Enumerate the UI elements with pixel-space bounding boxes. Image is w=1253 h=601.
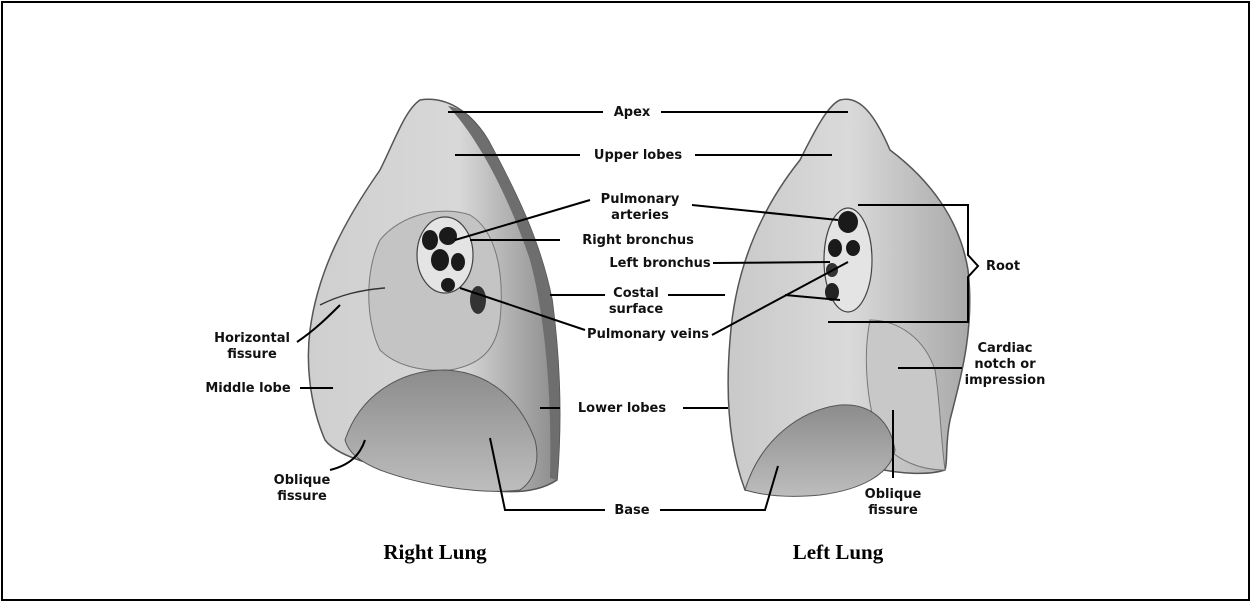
title-right-lung: Right Lung: [383, 540, 487, 564]
label-root: Root: [986, 259, 1020, 274]
label-pulmonary-veins: Pulmonary veins: [587, 327, 709, 342]
label-cardiac-notch-2: notch or: [974, 357, 1036, 372]
label-cardiac-notch-1: Cardiac: [978, 341, 1033, 356]
label-oblique-fissure-right-1: Oblique: [274, 473, 331, 488]
label-lower-lobes: Lower lobes: [578, 401, 666, 416]
left-hilum: [824, 208, 872, 312]
label-cardiac-notch-3: impression: [965, 373, 1046, 388]
title-left-lung: Left Lung: [793, 540, 884, 564]
label-costal-surface-2: surface: [609, 302, 664, 317]
label-left-bronchus: Left bronchus: [609, 256, 711, 271]
label-horizontal-fissure-1: Horizontal: [214, 331, 290, 346]
right-lung: [308, 99, 559, 491]
label-apex: Apex: [614, 105, 651, 120]
left-lung: [728, 99, 970, 496]
label-pulmonary-arteries-1: Pulmonary: [601, 192, 680, 207]
label-oblique-fissure-left-1: Oblique: [865, 487, 922, 502]
label-oblique-fissure-right-2: fissure: [277, 489, 327, 504]
label-right-bronchus: Right bronchus: [582, 233, 694, 248]
label-oblique-fissure-left-2: fissure: [868, 503, 918, 518]
label-costal-surface-1: Costal: [613, 286, 659, 301]
label-base: Base: [614, 503, 649, 518]
label-horizontal-fissure-2: fissure: [227, 347, 277, 362]
label-upper-lobes: Upper lobes: [594, 148, 682, 163]
label-middle-lobe: Middle lobe: [205, 381, 290, 396]
label-pulmonary-arteries-2: arteries: [611, 208, 669, 223]
